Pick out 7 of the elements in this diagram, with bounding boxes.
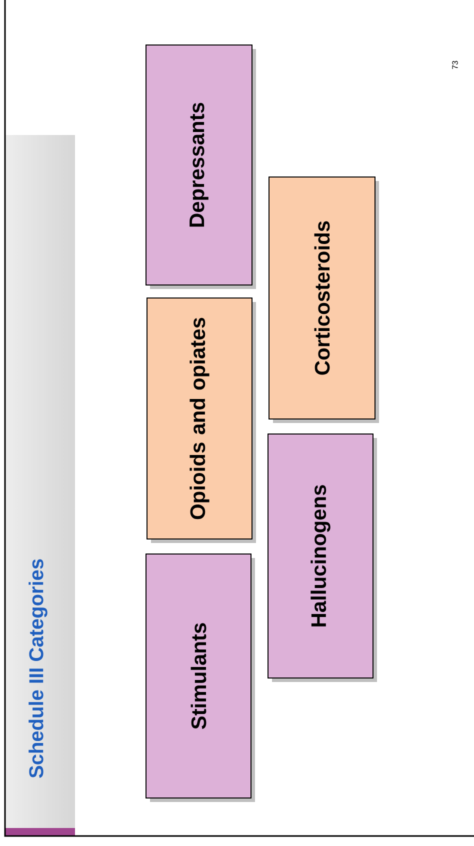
- category-box: Opioids and opiates: [146, 298, 256, 543]
- category-box: Stimulants: [146, 554, 255, 802]
- title: Schedule III Categories: [28, 559, 48, 778]
- page-number: 73: [452, 60, 458, 70]
- category-box: Hallucinogens: [268, 434, 377, 682]
- category-box: Depressants: [146, 44, 256, 289]
- category-box: Corticosteroids: [268, 176, 379, 423]
